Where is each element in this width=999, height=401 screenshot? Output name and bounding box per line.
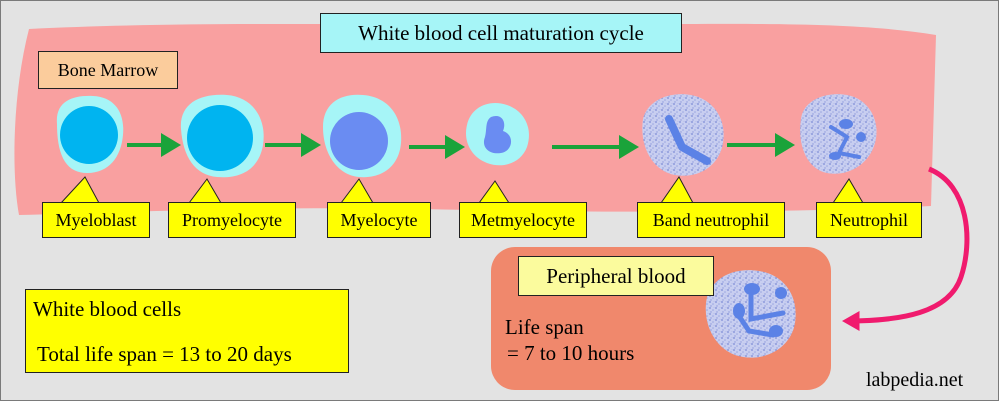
- label-metamyelocyte: Metmyelocyte: [459, 202, 587, 238]
- label-myeloblast: Myeloblast: [42, 202, 150, 238]
- peripheral-neutrophil-cell: [705, 270, 796, 358]
- label-myelocyte: Myelocyte: [327, 202, 431, 238]
- transfer-arrow: [842, 166, 970, 331]
- label-band-neutrophil: Band neutrophil: [637, 202, 785, 238]
- label-neutrophil: Neutrophil: [816, 202, 922, 238]
- credit-text: labpedia.net: [866, 369, 964, 391]
- life-span-line2: = 7 to 10 hours: [507, 341, 635, 365]
- summary-line2: Total life span = 13 to 20 days: [37, 342, 292, 366]
- band-neutrophil-cell: [642, 94, 724, 176]
- maturation-arrows: [127, 133, 795, 159]
- label-promyelocyte: Promyelocyte: [168, 202, 296, 238]
- myelocyte-cell: [323, 94, 402, 178]
- myeloblast-cell: [56, 95, 124, 173]
- promyelocyte-cell: [180, 94, 264, 178]
- life-span-line1: Life span: [505, 315, 584, 339]
- summary-line1: White blood cells: [33, 297, 182, 321]
- peripheral-blood-label: Peripheral blood: [518, 256, 714, 296]
- diagram-title: White blood cell maturation cycle: [320, 13, 682, 53]
- neutrophil-cell: [800, 94, 877, 174]
- bone-marrow-label: Bone Marrow: [38, 51, 178, 89]
- wbc-summary-box: White blood cells Total life span = 13 t…: [25, 289, 349, 373]
- life-span-text: Life span = 7 to 10 hours: [505, 314, 634, 366]
- metamyelocyte-cell: [465, 103, 529, 166]
